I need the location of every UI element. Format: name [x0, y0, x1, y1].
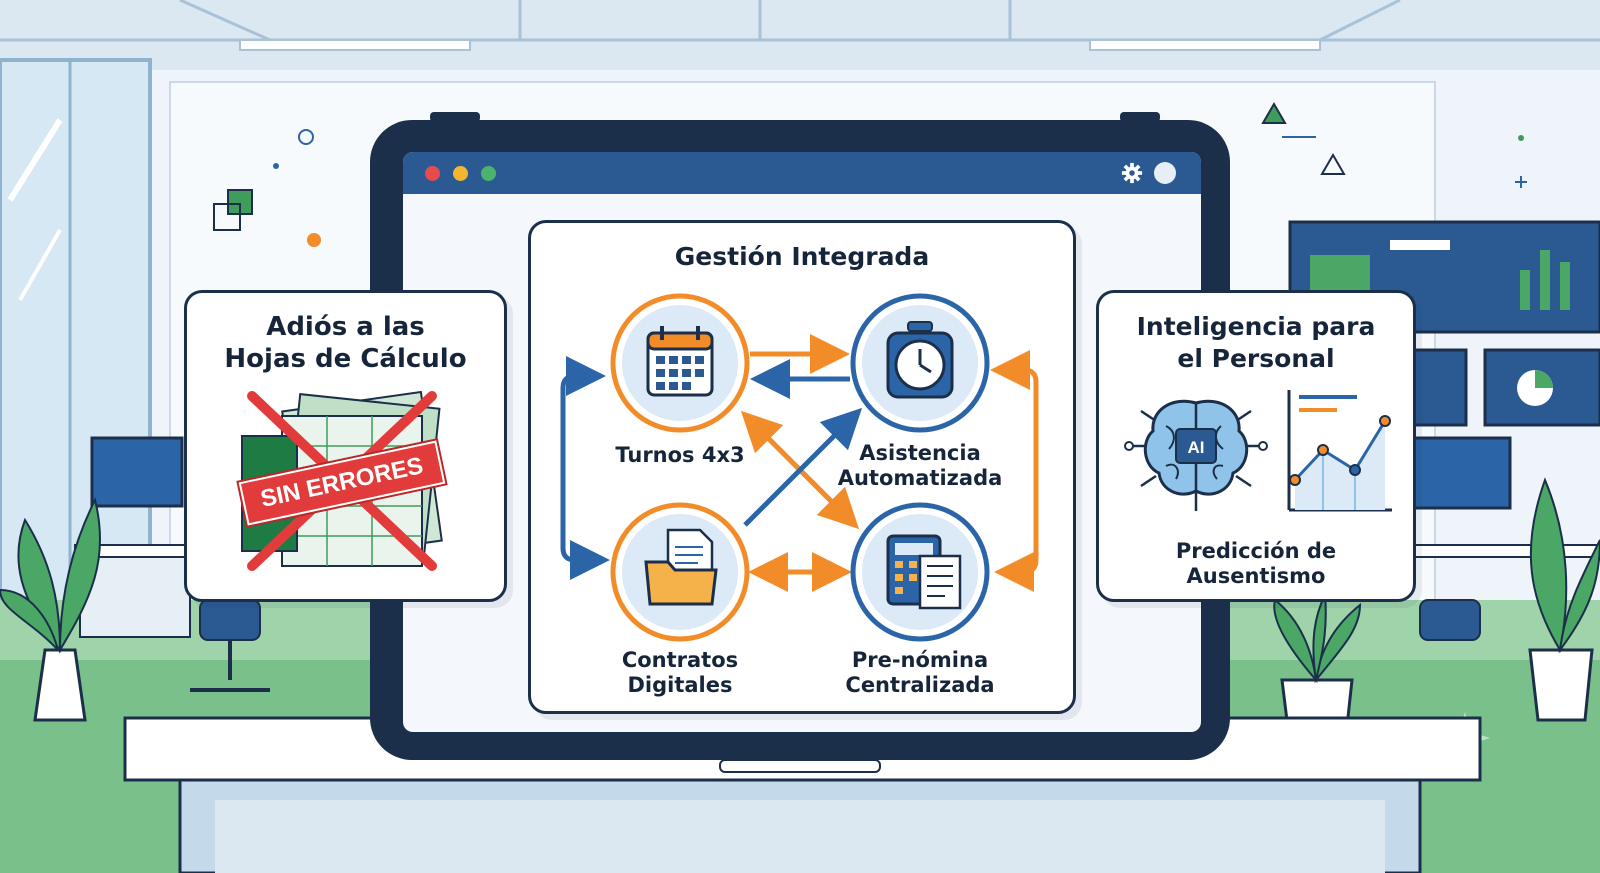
payroll-label-line2: Centralizada: [845, 673, 995, 697]
gear-icon[interactable]: [1121, 162, 1143, 184]
shifts-label: Turnos 4x3: [615, 443, 745, 467]
contracts-label-line2: Digitales: [627, 673, 733, 697]
spreadsheets-card: Adiós a las Hojas de Cálculo X SIN ERROR…: [184, 290, 507, 602]
ai-badge: AI: [1188, 438, 1205, 457]
attendance-label-line1: Asistencia: [859, 441, 981, 465]
window-maximize-dot[interactable]: [481, 166, 496, 181]
window-close-dot[interactable]: [425, 166, 440, 181]
spreadsheets-card-title: Adiós a las Hojas de Cálculo: [187, 311, 504, 375]
people-intelligence-title-line1: Inteligencia para: [1136, 312, 1376, 341]
spreadsheets-title-line2: Hojas de Cálculo: [224, 344, 467, 374]
people-intelligence-title: Inteligencia para el Personal: [1099, 311, 1413, 375]
ai-brain-icon: AI: [1124, 399, 1268, 511]
node-label-payroll: Pre-nómina Centralizada: [820, 648, 1020, 698]
payroll-label-line1: Pre-nómina: [851, 648, 989, 672]
people-intelligence-title-line2: el Personal: [1177, 344, 1335, 373]
absenteeism-label-line2: Ausentismo: [1186, 564, 1326, 588]
avatar-dot-icon[interactable]: [1154, 162, 1176, 184]
spreadsheets-title-line1: Adiós a las: [266, 312, 425, 342]
absenteeism-label-line1: Predicción de: [1175, 539, 1337, 563]
node-label-contracts: Contratos Digitales: [590, 648, 770, 698]
integrated-management-title: Gestión Integrada: [674, 242, 930, 271]
contracts-label-line1: Contratos: [621, 648, 739, 672]
node-label-attendance: Asistencia Automatizada: [820, 441, 1020, 491]
node-label-shifts: Turnos 4x3: [590, 443, 770, 468]
absenteeism-prediction-label: Predicción de Ausentismo: [1099, 539, 1413, 589]
attendance-label-line2: Automatizada: [837, 466, 1003, 490]
window-minimize-dot[interactable]: [453, 166, 468, 181]
people-intelligence-card: Inteligencia para el Personal AI: [1096, 290, 1416, 602]
prediction-chart-icon: [1287, 390, 1392, 512]
